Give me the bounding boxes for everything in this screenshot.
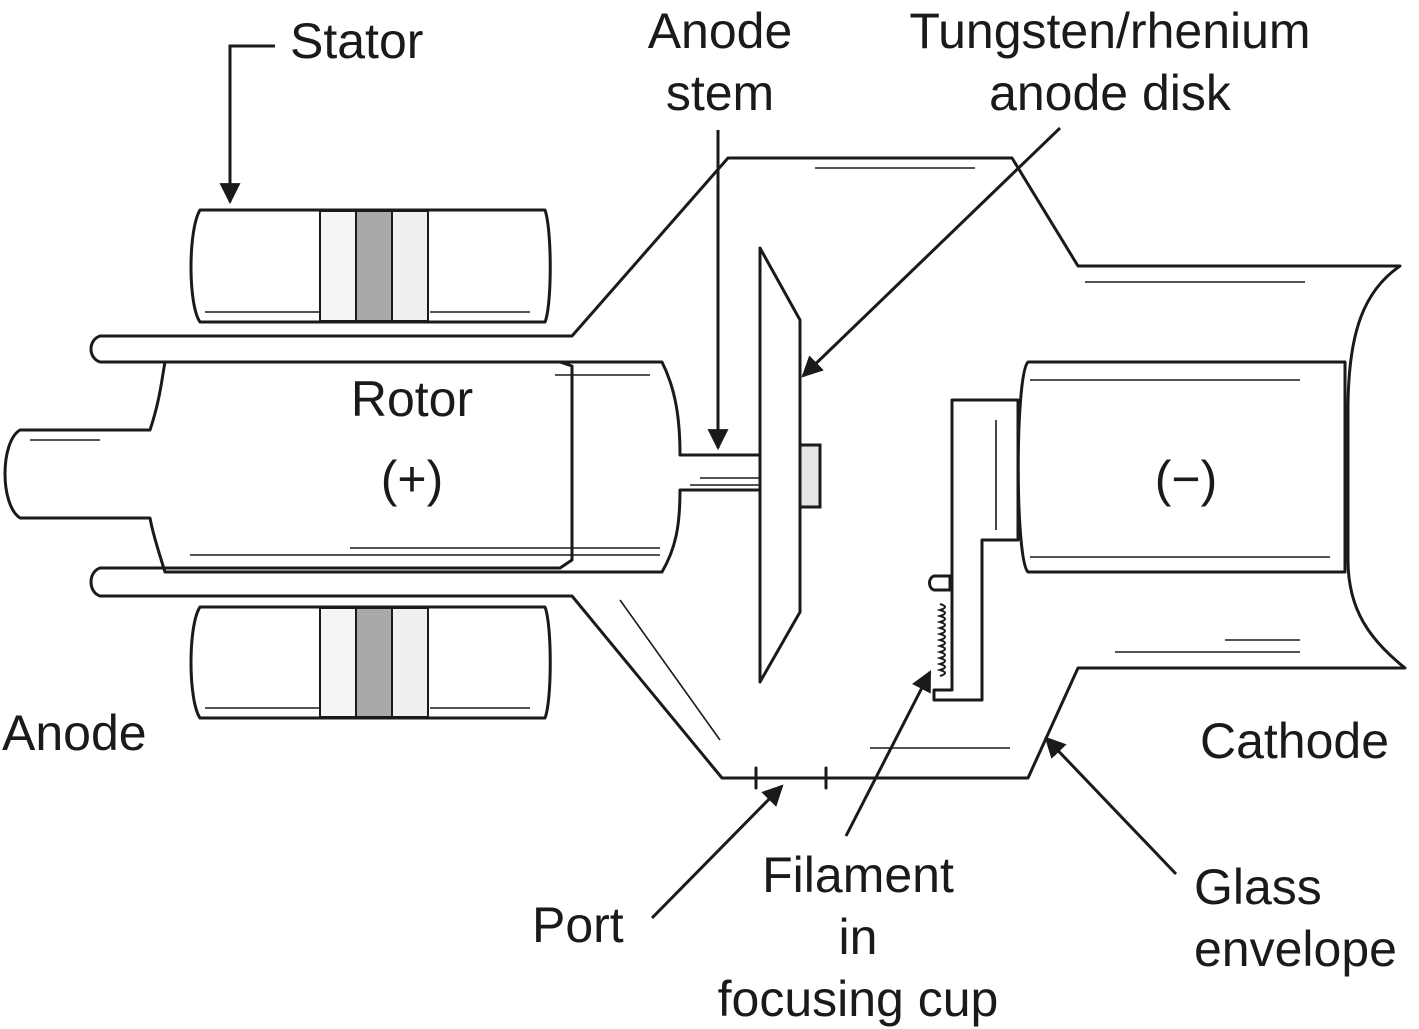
label-filament-line3: focusing cup bbox=[718, 971, 999, 1027]
label-filament-line1: Filament bbox=[762, 847, 954, 903]
label-cathode-polarity: (−) bbox=[1155, 451, 1218, 507]
label-anode-stem-line1: Anode bbox=[648, 3, 793, 59]
port-marks bbox=[754, 766, 828, 790]
label-disk-line1: Tungsten/rhenium bbox=[909, 3, 1310, 59]
anode-disk-arrow bbox=[801, 126, 1062, 378]
label-rotor: Rotor bbox=[351, 371, 473, 427]
stator-arrow bbox=[219, 44, 275, 205]
cathode-assembly bbox=[928, 360, 1347, 702]
label-anode-stem-line2: stem bbox=[666, 65, 774, 121]
label-stator: Stator bbox=[290, 13, 423, 69]
port-arrow bbox=[650, 784, 784, 920]
label-filament-line2: in bbox=[839, 909, 878, 965]
anode-disk bbox=[758, 246, 822, 684]
stator-top bbox=[189, 208, 552, 324]
label-glass-line2: envelope bbox=[1194, 921, 1397, 977]
glass-envelope-arrow bbox=[1044, 736, 1178, 876]
label-port: Port bbox=[532, 897, 624, 953]
filament-coil bbox=[936, 603, 946, 677]
label-disk-line2: anode disk bbox=[989, 65, 1232, 121]
label-anode: Anode bbox=[2, 705, 147, 761]
label-cathode: Cathode bbox=[1200, 713, 1389, 769]
label-glass-line1: Glass bbox=[1194, 859, 1322, 915]
rotor bbox=[3, 360, 762, 574]
stator-bottom bbox=[189, 605, 552, 720]
label-anode-polarity: (+) bbox=[381, 451, 444, 507]
filament-arrow bbox=[844, 670, 932, 837]
